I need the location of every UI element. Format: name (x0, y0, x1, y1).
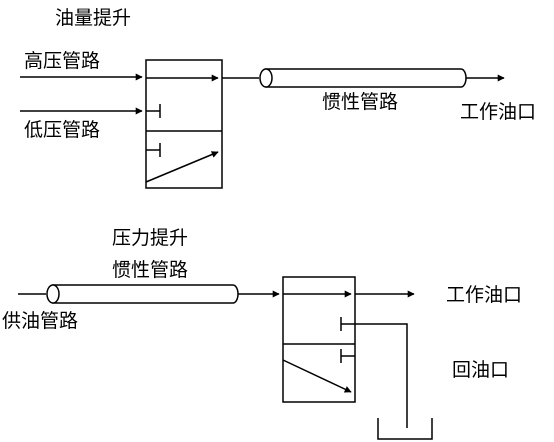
bottom-valve-diag-arrow (282, 359, 352, 393)
top-inertia-pipe (259, 68, 467, 88)
return-tank (377, 418, 433, 440)
top-valve-block-lower (146, 143, 161, 157)
top-low-pressure-label: 低压管路 (24, 119, 100, 141)
top-output-label: 工作油口 (460, 101, 536, 123)
top-valve-diag-arrow (145, 151, 219, 183)
bottom-return-label: 回油口 (452, 359, 509, 381)
top-valve-block-upper (146, 104, 161, 118)
top-valve (145, 59, 223, 189)
bottom-valve-body (282, 276, 356, 403)
bottom-title: 压力提升 (112, 227, 188, 249)
bottom-inertia-pipe-label: 惯性管路 (112, 259, 188, 281)
bottom-return-line (355, 323, 408, 428)
bottom-valve (282, 276, 356, 403)
top-title: 油量提升 (55, 7, 131, 29)
bottom-inertia-pipe (46, 284, 239, 304)
bottom-valve-block-upper (340, 317, 355, 331)
top-valve-body (145, 59, 223, 189)
top-high-pressure-label: 高压管路 (24, 50, 100, 72)
bottom-output-label: 工作油口 (446, 284, 522, 306)
bottom-supply-label: 供油管路 (2, 310, 78, 332)
top-inertia-pipe-label: 惯性管路 (322, 91, 398, 113)
bottom-valve-block-lower (340, 349, 355, 363)
